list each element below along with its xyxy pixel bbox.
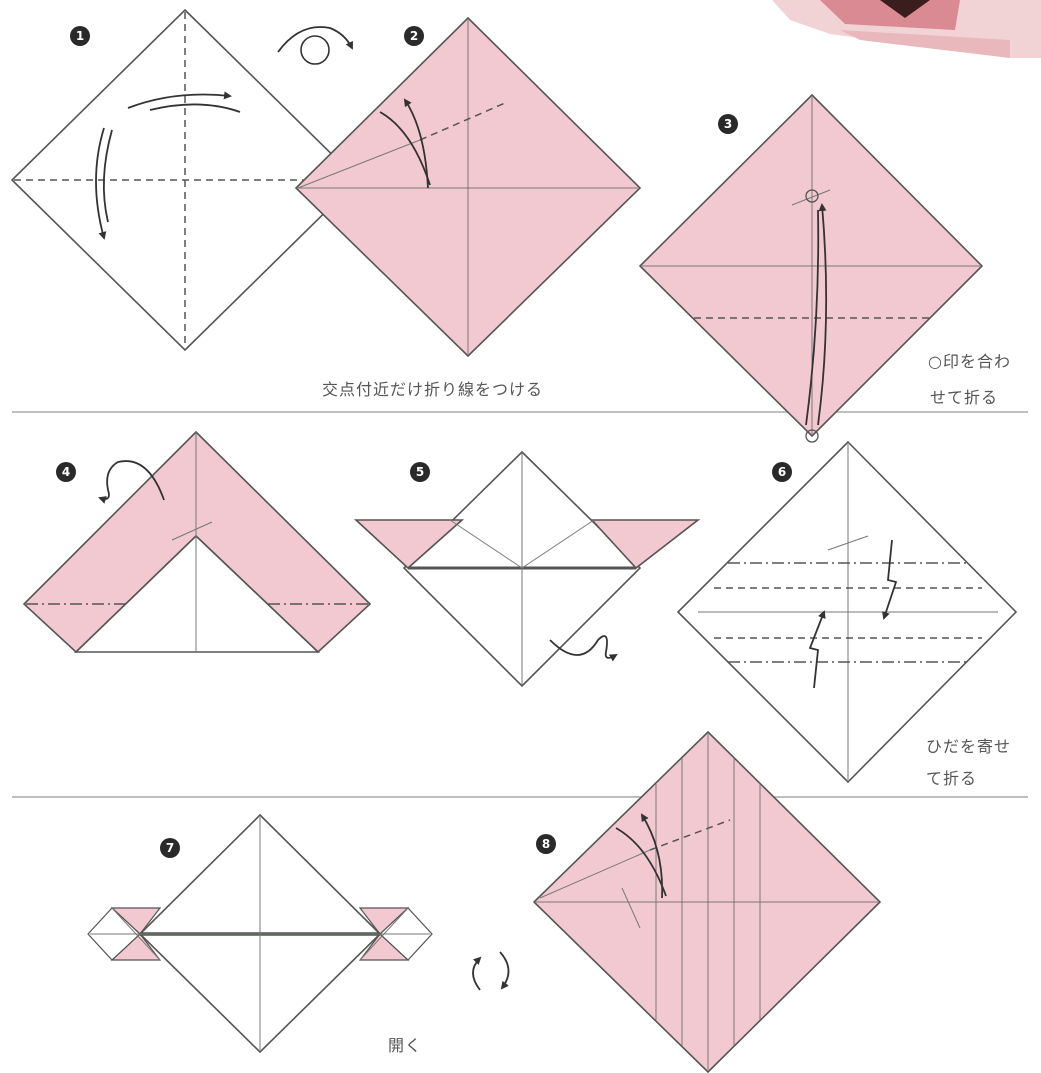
finished-box-photo	[762, 0, 1041, 62]
step-4-figure	[24, 432, 370, 652]
align-marks-note-line-2: せて折る	[930, 384, 998, 408]
step-7-number: 7	[160, 838, 180, 858]
step-8-figure	[534, 732, 880, 1072]
pinch-crease-note: 交点付近だけ折り線をつける	[322, 376, 543, 400]
step-1-number: 1	[70, 26, 90, 46]
align-marks-note-line-1: ○印を合わ	[928, 348, 1011, 372]
step-4-number: 4	[56, 462, 76, 482]
step-8-number: 8	[536, 834, 556, 854]
step-6-number: 6	[772, 462, 792, 482]
step-5-figure	[356, 452, 698, 686]
pleat-note-line-1: ひだを寄せ	[926, 733, 1011, 757]
open-note: 開く	[388, 1032, 422, 1056]
rotate-icon	[473, 952, 509, 990]
step-2-figure	[296, 18, 640, 356]
turn-over-icon	[278, 27, 352, 64]
step-2-number: 2	[404, 26, 424, 46]
step-6-figure	[678, 442, 1016, 782]
step-3-number: 3	[718, 114, 738, 134]
pleat-note-line-2: て折る	[926, 765, 977, 789]
step-5-number: 5	[410, 462, 430, 482]
step-7-figure	[88, 815, 432, 1052]
